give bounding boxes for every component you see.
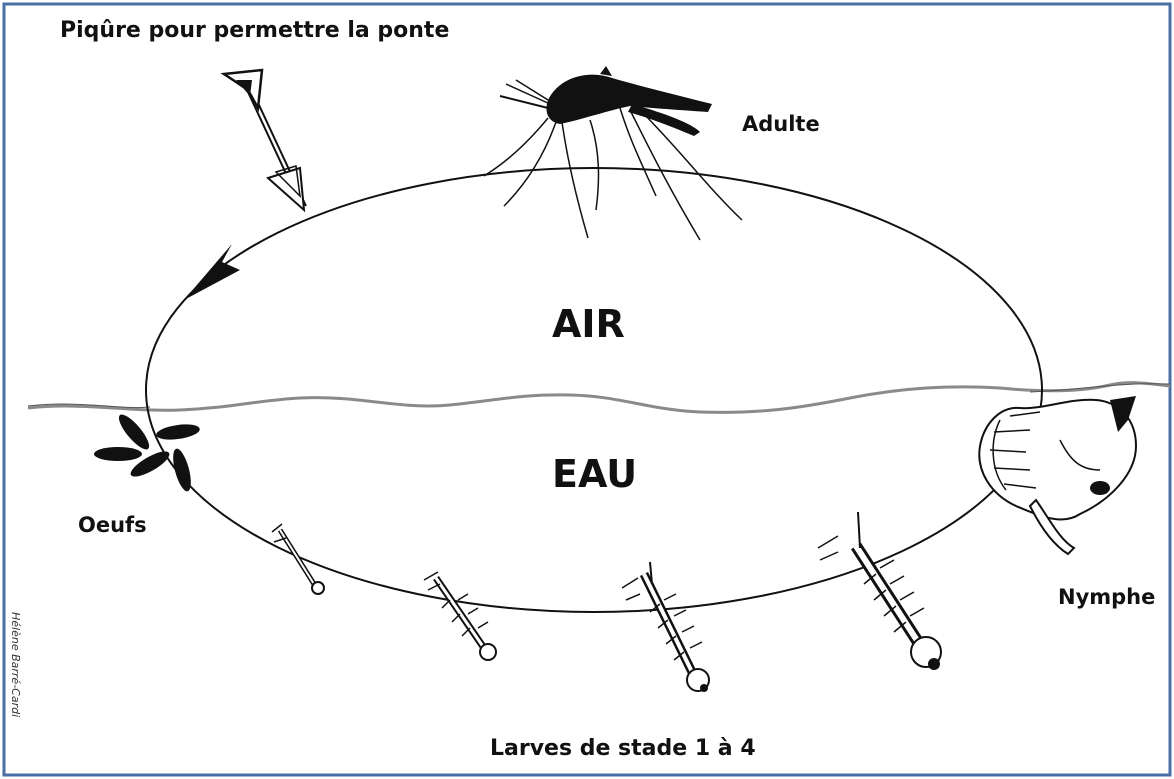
stage-label-nymphe: Nymphe <box>1058 585 1155 609</box>
author-credit: Hélène Barré-Cardi <box>9 612 22 717</box>
zone-label-air: AIR <box>552 302 625 346</box>
larva-stage-4-icon <box>818 512 941 670</box>
larva-stage-2-icon <box>424 572 496 660</box>
bite-arrow-icon <box>224 70 306 210</box>
cycle-direction-arrow-icon <box>184 244 240 300</box>
eggs-icon <box>94 411 201 493</box>
stage-label-adulte: Adulte <box>742 112 820 136</box>
mosquito-adult-icon <box>484 66 742 240</box>
pupa-nymphe-icon <box>979 396 1136 554</box>
larva-stage-3-icon <box>622 562 709 692</box>
diagram-border <box>4 4 1170 775</box>
stage-label-larves: Larves de stade 1 à 4 <box>490 736 756 761</box>
diagram-title: Piqûre pour permettre la ponte <box>60 18 449 43</box>
water-surface-line <box>28 383 1170 413</box>
larva-stage-1-icon <box>272 524 324 594</box>
zone-label-eau: EAU <box>552 452 637 496</box>
stage-label-oeufs: Oeufs <box>78 513 147 537</box>
